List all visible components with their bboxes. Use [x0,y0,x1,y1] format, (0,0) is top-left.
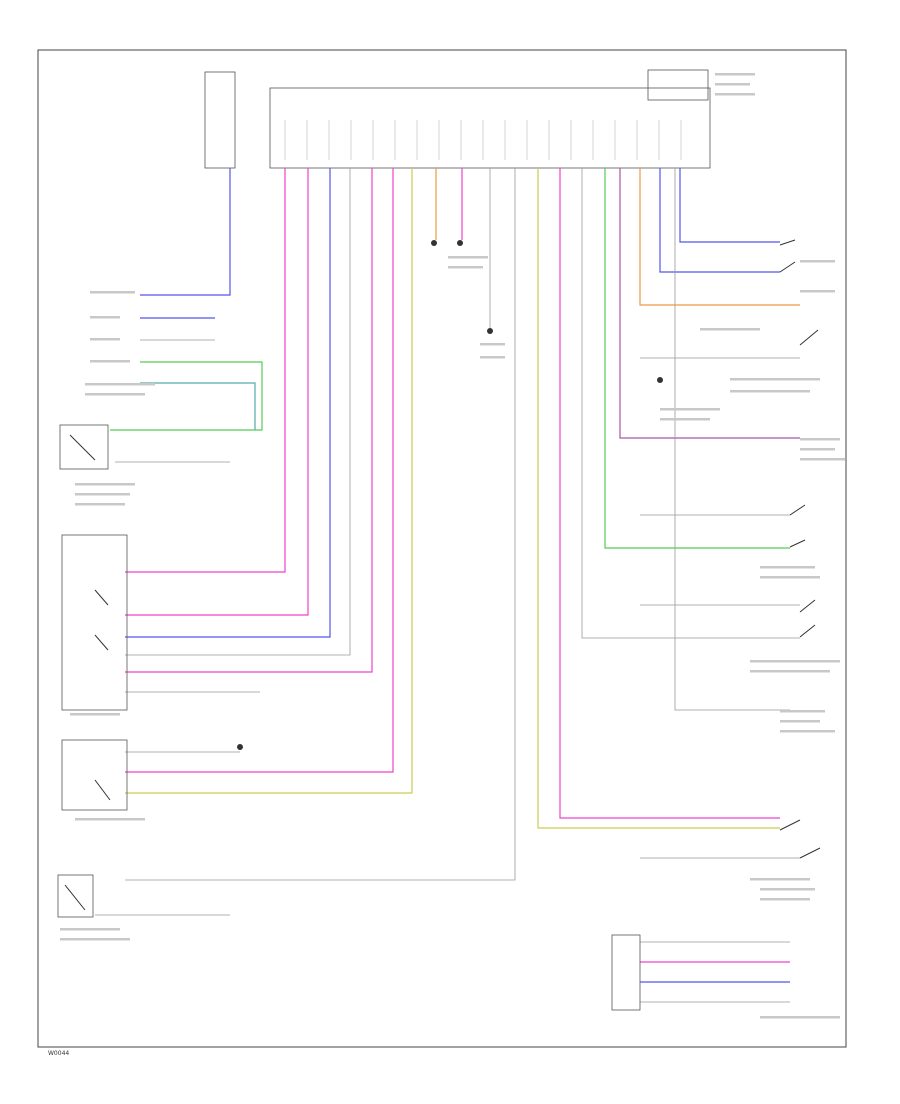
wire-blue [659,168,780,273]
park-brake-switch-contact [64,884,86,911]
door-ajar-switch-contact [69,434,96,461]
label-mark [85,383,155,386]
wire-blue [140,168,231,296]
wire-magenta [125,168,373,673]
label-mark [90,316,120,319]
wire-gray [125,168,351,656]
wire-yellow [537,168,780,829]
label-mark [730,378,820,381]
label-mark [700,328,760,331]
diagram-frame [37,49,847,1048]
label-mark [800,290,835,293]
wire-magenta [125,168,394,773]
wire-gray [125,168,516,881]
left-fuse-block [204,71,236,169]
label-mark [75,493,130,496]
label-mark [800,448,835,451]
headlamp-switch-contacts [94,589,109,651]
driver-door-switch [779,819,821,859]
luggage-compartment-switch [799,329,819,346]
label-mark [760,898,810,901]
instrument-cluster-connector [611,934,641,1011]
wire-magenta [125,168,286,573]
label-mark [750,670,830,673]
wire-magenta [559,168,780,819]
wire-green [110,361,263,431]
label-mark [750,878,810,881]
wire-green [604,168,790,549]
label-mark [660,418,710,421]
label-mark [760,1016,840,1019]
headlamp-switch [61,534,128,711]
park-brake-switch [57,874,94,918]
label-mark [70,713,120,716]
ground-icon [237,240,663,750]
door-ajar-switch [59,424,109,470]
label-mark [780,730,835,733]
label-mark [480,343,505,346]
label-mark [715,93,755,96]
label-mark [60,928,120,931]
front-passenger-door-switch [799,599,816,638]
label-mark [90,291,135,294]
label-mark [85,393,145,396]
wire-blue [679,168,780,243]
wire-orange [639,168,800,306]
wire-blue [125,168,331,638]
diagram-code: W0044 [48,1050,69,1057]
label-mark [760,576,820,579]
wire-purple [619,168,800,439]
wire-group [95,120,800,1003]
label-mark [730,390,810,393]
wire-gray [674,168,790,711]
trunk-switch-contacts [779,239,796,273]
body-control-module [269,87,711,169]
label-mark [760,566,815,569]
label-mark [660,408,720,411]
label-mark [800,438,840,441]
label-mark [715,83,750,86]
label-mark [448,256,488,259]
label-mark [750,660,840,663]
label-mark [90,338,120,341]
multifunction-switch [61,739,128,811]
label-mark [780,720,820,723]
label-mark [90,360,130,363]
label-mark [60,938,130,941]
label-mark [75,483,135,486]
wire-yellow [125,168,413,794]
label-mark [760,888,815,891]
wire-teal [140,382,256,430]
rear-door-switch [789,504,806,548]
label-mark [480,356,505,359]
illegible-labels [60,73,845,1019]
label-mark [448,266,483,269]
label-mark [780,710,825,713]
wire-magenta [125,168,309,616]
label-mark [75,818,145,821]
label-mark [75,503,125,506]
label-mark [715,73,755,76]
label-mark [800,458,845,461]
label-mark [800,260,835,263]
wire-gray [581,168,800,639]
right-fuse-block [647,69,709,101]
multifunction-switch-contact [94,779,111,801]
